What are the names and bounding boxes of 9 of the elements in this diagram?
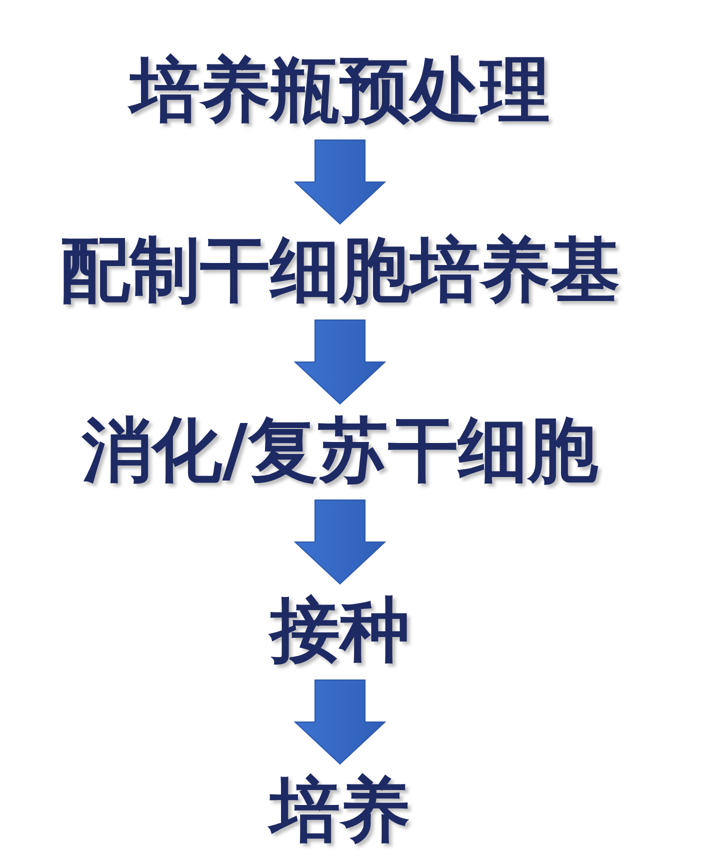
down-arrow: [294, 500, 386, 585]
step-text: 接种: [270, 590, 410, 670]
down-arrow: [294, 680, 386, 765]
step-text: 培养: [270, 770, 410, 850]
step-text: 培养瓶预处理: [130, 50, 550, 130]
step-text: 配制干细胞培养基: [60, 230, 620, 310]
down-arrow: [294, 320, 386, 405]
down-arrow: [294, 140, 386, 225]
step-text: 消化/复苏干细胞: [82, 410, 598, 490]
